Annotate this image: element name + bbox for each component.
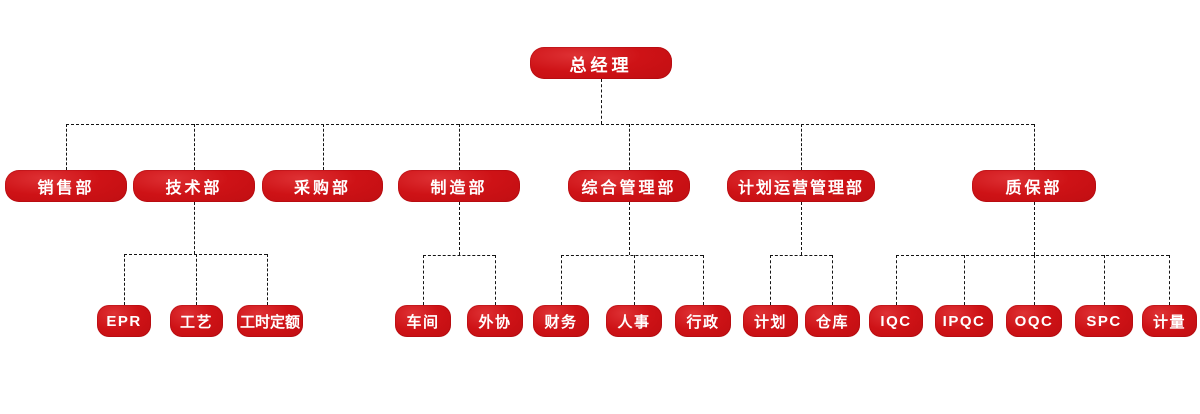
node-manufacturing-dept: 制造部	[398, 170, 520, 202]
connector-drop-workshop	[423, 255, 424, 305]
node-purchasing-dept: 采购部	[262, 170, 383, 202]
connector-manufacturing-parent-drop	[459, 202, 460, 255]
node-spc: SPC	[1075, 305, 1133, 337]
node-iqc: IQC	[869, 305, 923, 337]
node-oqc: OQC	[1006, 305, 1062, 337]
connector-tech-parent-drop	[194, 202, 195, 254]
node-general-manager: 总经理	[530, 47, 672, 79]
node-warehouse: 仓库	[805, 305, 860, 337]
connector-planning-ops-parent-drop	[801, 202, 802, 255]
connector-drop-planning-ops	[801, 124, 802, 170]
connector-planning-ops-rail	[770, 255, 832, 256]
connector-drop-metrology	[1169, 255, 1170, 305]
node-planning: 计划	[743, 305, 798, 337]
node-finance: 财务	[533, 305, 589, 337]
node-quality-dept: 质保部	[972, 170, 1096, 202]
connector-tech-rail	[124, 254, 267, 255]
connector-quality-rail	[896, 255, 1169, 256]
connector-drop-epr	[124, 254, 125, 305]
connector-drop-general-mgmt	[629, 124, 630, 170]
node-outsourcing: 外协	[467, 305, 523, 337]
connector-main-rail	[66, 124, 1034, 125]
connector-drop-tech	[194, 124, 195, 170]
connector-quality-parent-drop	[1034, 202, 1035, 255]
connector-drop-manufacturing	[459, 124, 460, 170]
connector-drop-oqc	[1034, 255, 1035, 305]
node-planning-ops-dept: 计划运营管理部	[727, 170, 875, 202]
connector-drop-spc	[1104, 255, 1105, 305]
connector-general-mgmt-parent-drop	[629, 202, 630, 255]
connector-drop-warehouse	[832, 255, 833, 305]
node-admin: 行政	[675, 305, 731, 337]
node-labor-quota: 工时定额	[237, 305, 303, 337]
connector-root-drop	[601, 79, 602, 124]
connector-drop-purchasing	[323, 124, 324, 170]
node-general-mgmt-dept: 综合管理部	[568, 170, 690, 202]
node-workshop: 车间	[395, 305, 451, 337]
connector-drop-process	[196, 254, 197, 305]
connector-drop-planning	[770, 255, 771, 305]
connector-drop-iqc	[896, 255, 897, 305]
connector-general-mgmt-rail	[561, 255, 703, 256]
node-tech-dept: 技术部	[133, 170, 255, 202]
connector-drop-quality	[1034, 124, 1035, 170]
node-hr: 人事	[606, 305, 662, 337]
node-epr: EPR	[97, 305, 151, 337]
node-sales-dept: 销售部	[5, 170, 127, 202]
connector-manufacturing-rail	[423, 255, 495, 256]
connector-drop-outsourcing	[495, 255, 496, 305]
node-metrology: 计量	[1142, 305, 1197, 337]
connector-drop-ipqc	[964, 255, 965, 305]
connector-drop-admin	[703, 255, 704, 305]
node-process: 工艺	[170, 305, 223, 337]
connector-drop-hr	[634, 255, 635, 305]
node-ipqc: IPQC	[935, 305, 993, 337]
connector-drop-labor-quota	[267, 254, 268, 305]
connector-drop-sales	[66, 124, 67, 170]
connector-drop-finance	[561, 255, 562, 305]
